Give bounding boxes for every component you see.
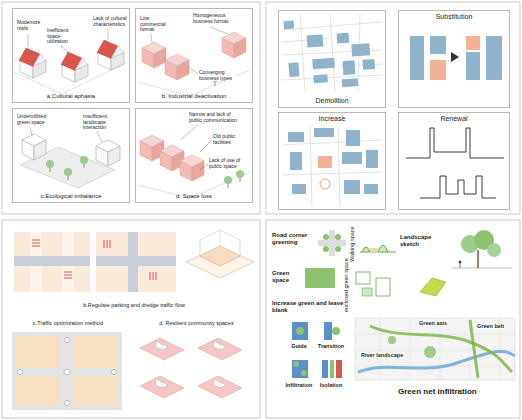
callout-text: Narrow and lack of public communication xyxy=(188,112,242,123)
figure-card: Renewal xyxy=(398,112,510,210)
figure-caption: Demolition xyxy=(315,97,348,105)
callout-text: Transition xyxy=(315,343,347,349)
figure-card: Substitution xyxy=(398,10,510,108)
callout-text: Guide xyxy=(283,343,315,349)
callout-text: Homogeneous business format xyxy=(192,13,236,24)
concept-label: Green net infiltration xyxy=(398,388,477,397)
callout-text: River landscape xyxy=(360,352,404,358)
callout-text: Green axis xyxy=(418,320,448,326)
concept-label: Landscape sketch xyxy=(400,234,444,247)
figure-caption: Renewal xyxy=(440,115,467,123)
figure-card: Increase xyxy=(278,112,386,210)
figure-caption: b. Industrial deactivation xyxy=(162,93,227,100)
callout-text: Walking space xyxy=(349,226,355,262)
figure-caption: Increase xyxy=(319,115,346,123)
figure-caption: b.Regulate parking and dredge traffic fl… xyxy=(83,302,185,308)
callout-text: Infiltration xyxy=(283,382,315,388)
figure-card: c.Traffic optimization method xyxy=(8,318,128,414)
figure-caption: a.Cultural aphasia xyxy=(47,93,95,100)
callout-text: Green belt xyxy=(476,323,505,329)
figure-card: b.Regulate parking and dredge traffic fl… xyxy=(8,228,260,310)
figure-card: d. Resilient community spaces xyxy=(133,318,260,414)
figure-caption: d. Resilient community spaces xyxy=(159,320,233,326)
callout-text: Isolation xyxy=(315,382,347,388)
concept-label: Road corner greening xyxy=(272,232,318,245)
figure-caption: c.Ecological imbalance xyxy=(40,193,101,200)
concept-label: Increase green and leave blank xyxy=(272,300,346,313)
callout-text: Old public facilities xyxy=(212,134,248,145)
callout-text: Insufficient landscape interaction xyxy=(82,114,126,131)
concept-label: Green space xyxy=(272,270,304,283)
callout-text: enclosed green space xyxy=(343,258,349,312)
callout-text: Inefficient space utilization xyxy=(46,28,78,45)
callout-text: Low commercial format xyxy=(139,16,173,33)
figure-caption: d. Space loss xyxy=(176,193,212,200)
callout-text: Lack of cultural characteristics xyxy=(92,16,128,27)
callout-text: Converging business types xyxy=(198,70,236,81)
callout-text: Modernize roofs xyxy=(16,20,44,31)
figure-caption: c.Traffic optimization method xyxy=(33,320,103,326)
figure-caption: Substitution xyxy=(436,13,473,21)
callout-text: Lack of use of public space xyxy=(208,158,250,169)
figure-card: Demolition xyxy=(278,10,386,108)
callout-text: Underutilized green space xyxy=(16,114,52,125)
